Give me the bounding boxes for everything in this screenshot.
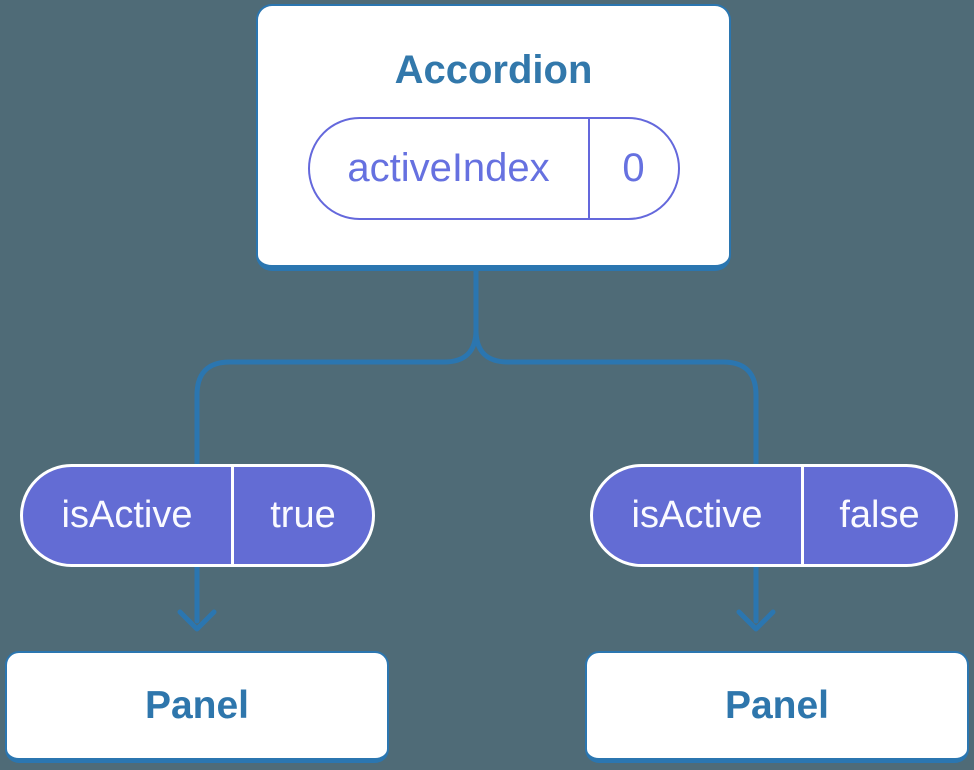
state-pill-activeindex: activeIndex 0	[307, 117, 680, 220]
connector-right-branch	[473, 263, 759, 624]
state-pill-name: activeIndex	[310, 119, 590, 218]
prop-pill-isactive-false: isActive false	[590, 464, 958, 567]
panel-node-title: Panel	[144, 684, 250, 727]
prop-pill-value: true	[270, 494, 336, 536]
prop-pill-value: false	[839, 494, 920, 536]
arrowhead-left-icon	[177, 609, 217, 632]
prop-pill-name: isActive	[23, 467, 234, 564]
accordion-node: Accordion activeIndex 0	[256, 4, 731, 271]
state-pill-value: 0	[622, 146, 645, 190]
accordion-node-title: Accordion	[394, 48, 593, 92]
panel-node-right: Panel	[585, 651, 969, 763]
arrowhead-right-icon	[736, 609, 776, 632]
prop-pill-isactive-true: isActive true	[20, 464, 375, 567]
panel-node-title: Panel	[724, 684, 830, 727]
panel-node-left: Panel	[5, 651, 389, 763]
prop-pill-name: isActive	[593, 467, 804, 564]
connector-left-branch	[194, 263, 479, 624]
